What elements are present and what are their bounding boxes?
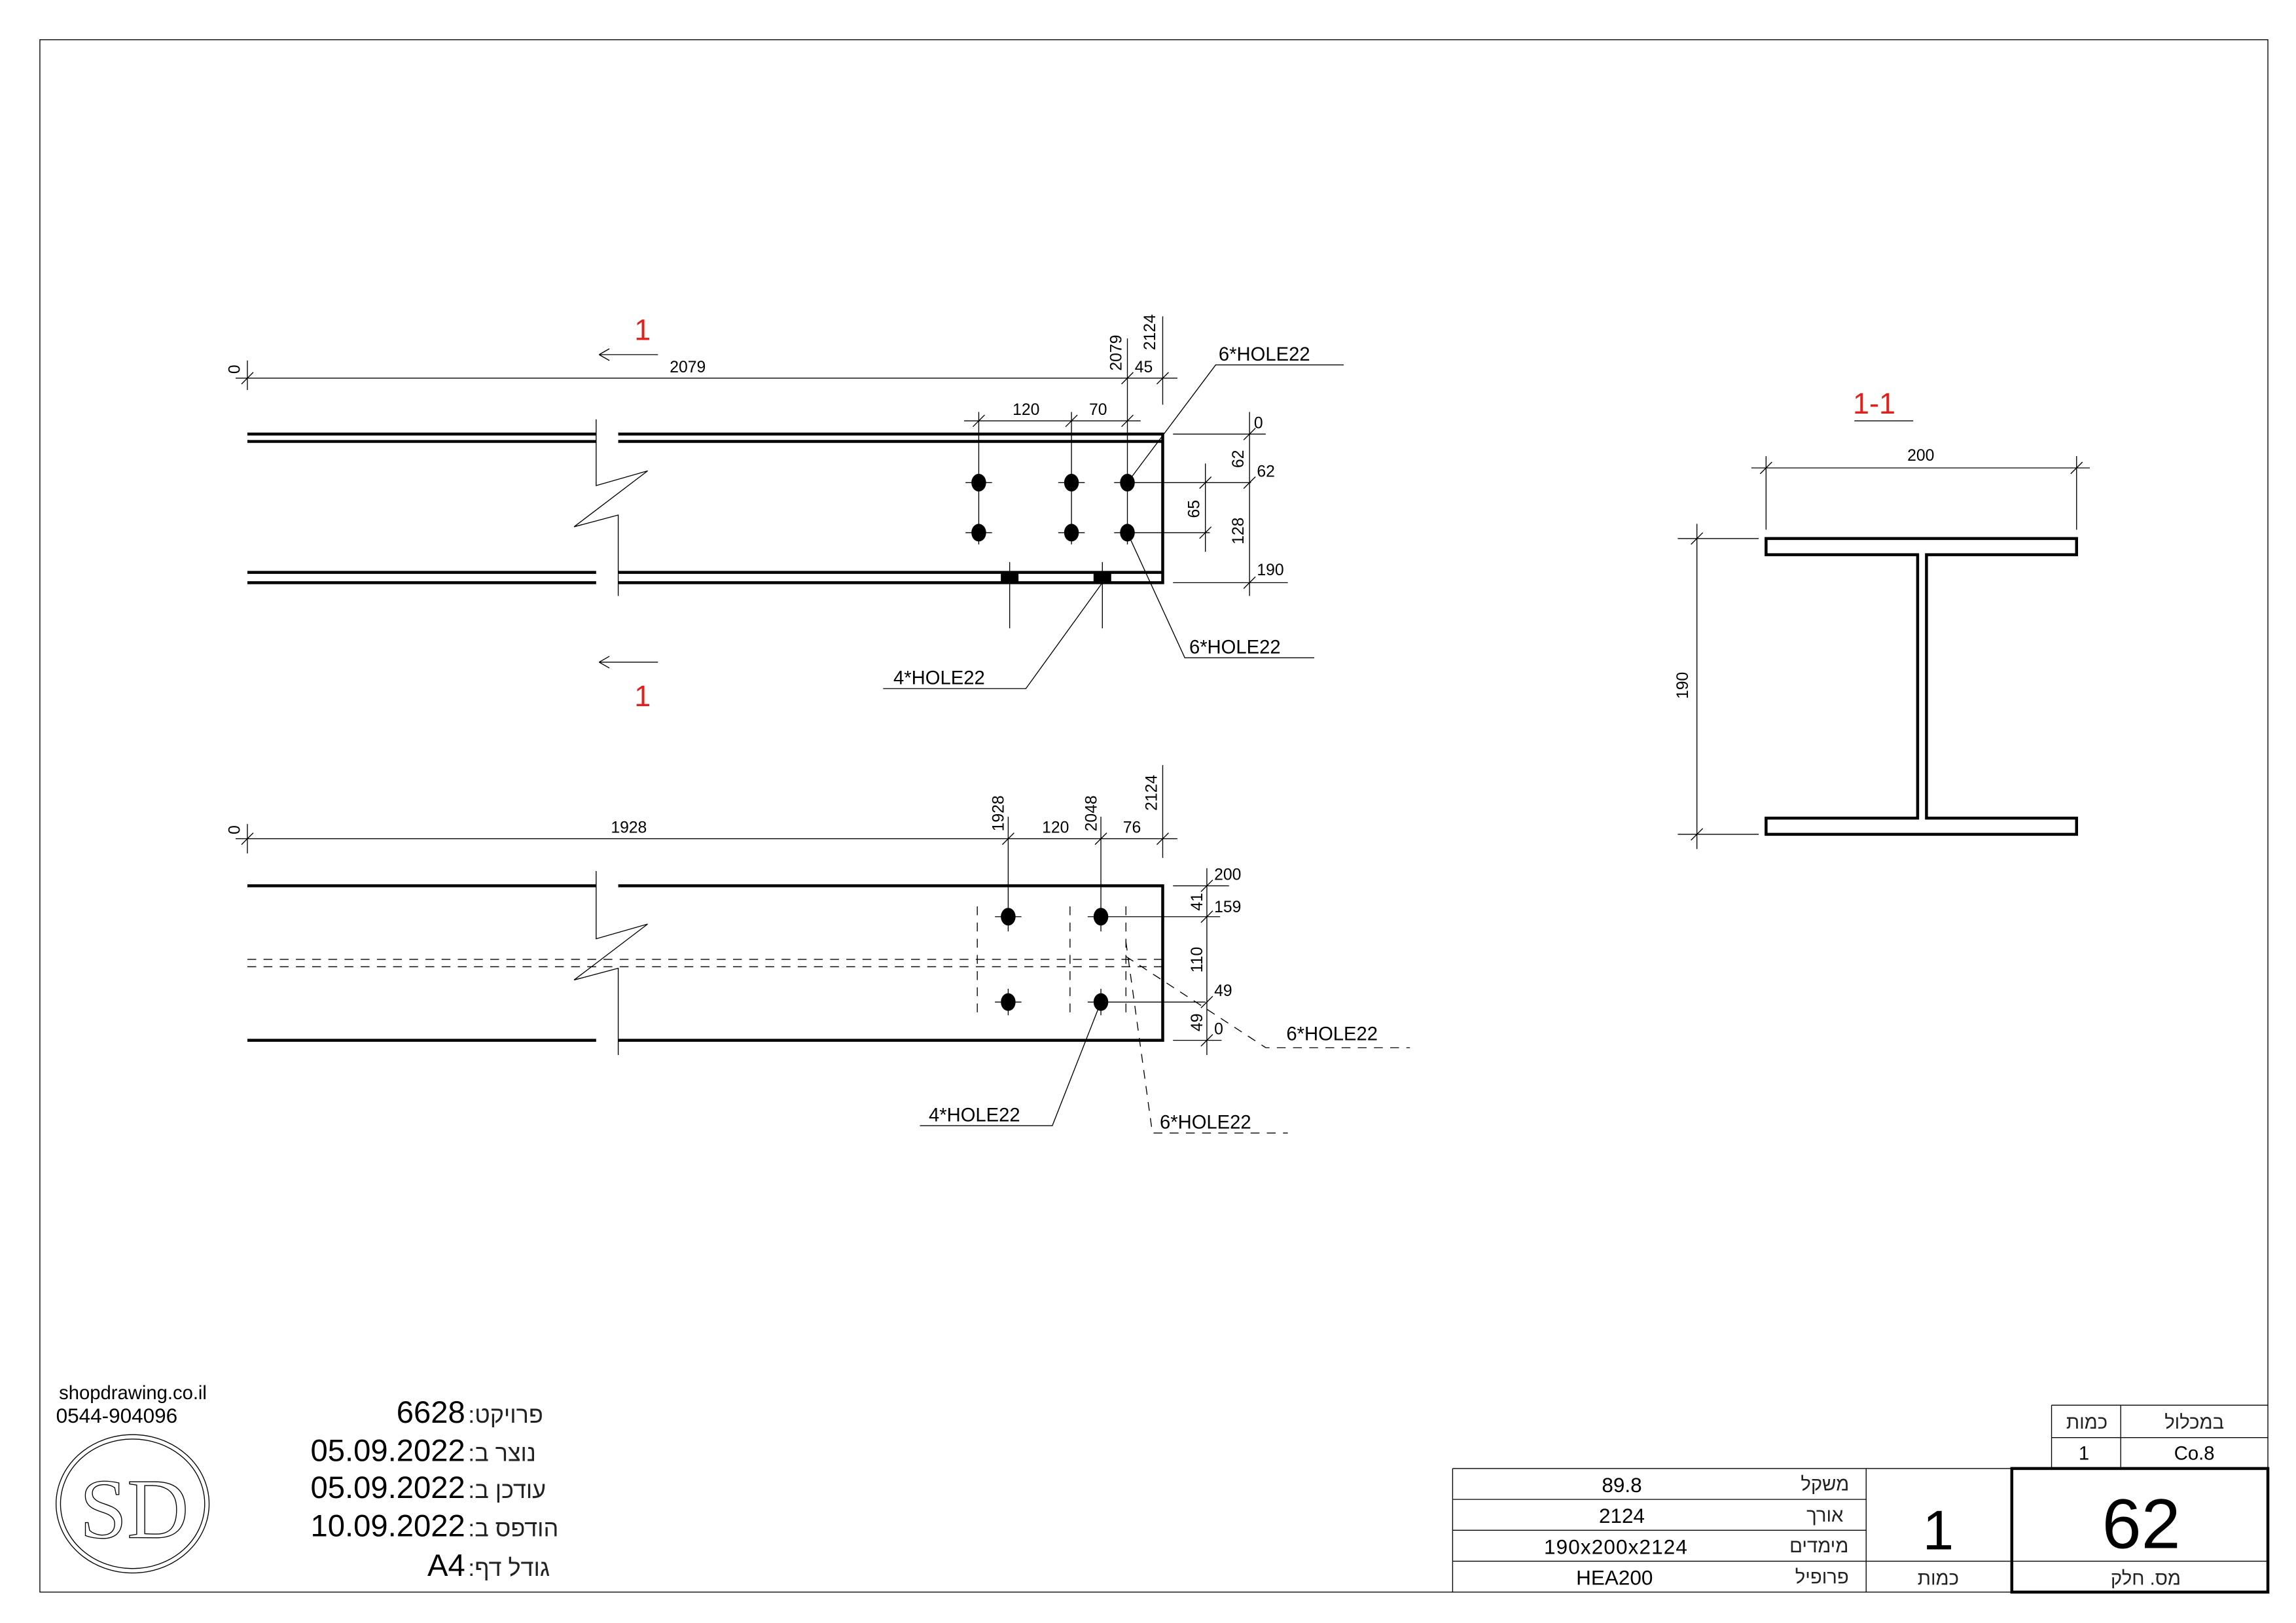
- flange-hole-mark: [1093, 572, 1111, 583]
- quantity-value: 1: [1923, 1500, 1954, 1562]
- profile-label: פרופיל: [1795, 1567, 1849, 1588]
- company-info: shopdrawing.co.il 0544-904096 SD: [56, 1383, 210, 1574]
- callout-flange-holes: 4*HOLE22: [893, 668, 985, 689]
- company-website: shopdrawing.co.il: [59, 1383, 207, 1404]
- top-view: 0 2079 2079 2124 45 120 70 0 62 190 62 1…: [226, 313, 1344, 713]
- company-phone: 0544-904096: [56, 1404, 178, 1427]
- dim-pos-1928: 1928: [990, 795, 1008, 831]
- bottom-view: 0 1928 1928 120 2048 76 2124 200 159 49 …: [226, 765, 1410, 1133]
- part-number: 62: [2102, 1484, 2181, 1563]
- page-size-value: A4: [427, 1548, 465, 1583]
- section-height: 190: [1674, 672, 1692, 699]
- beam-outline: [247, 884, 1164, 1042]
- dim-v-128: 128: [1230, 518, 1247, 544]
- dim-v-0: 0: [1254, 414, 1263, 432]
- callout-web-holes-b: 6*HOLE22: [1286, 1024, 1378, 1045]
- dim-pos-2124: 2124: [1143, 775, 1160, 811]
- page-size-label: :גודל דף: [468, 1554, 550, 1581]
- dim-zero: 0: [226, 825, 244, 834]
- dim-end-gap: 76: [1123, 819, 1141, 837]
- callout-flange-holes: 4*HOLE22: [929, 1105, 1020, 1126]
- part-number-label: מס. חלק: [2111, 1569, 2181, 1590]
- weight-label: משקל: [1801, 1474, 1849, 1495]
- dim-v-62b: 62: [1230, 450, 1247, 468]
- callout-web-holes-a: 6*HOLE22: [1160, 1113, 1251, 1133]
- section-width: 200: [1907, 447, 1934, 465]
- created-value: 05.09.2022: [310, 1434, 465, 1469]
- svg-text:SD: SD: [80, 1463, 189, 1557]
- dimensions-value: 190x200x2124: [1544, 1535, 1688, 1558]
- printed-value: 10.09.2022: [310, 1508, 465, 1543]
- quantity-label: כמות: [1918, 1569, 1959, 1590]
- dim-zero: 0: [226, 365, 244, 374]
- dim-spacing-120: 120: [1013, 401, 1039, 419]
- title-block: כמות במכלול 1 Co.8 89.8 משקל 2124 אורך 1…: [1452, 1404, 2270, 1594]
- dim-v-200: 200: [1214, 866, 1241, 884]
- company-logo: SD: [56, 1434, 210, 1574]
- length-label: אורך: [1806, 1505, 1843, 1526]
- dim-overall: 1928: [611, 819, 647, 837]
- created-label: :נוצר ב: [468, 1440, 536, 1467]
- dim-v-41: 41: [1189, 893, 1206, 911]
- web-holes: [971, 473, 1135, 542]
- dim-pos-2124: 2124: [1141, 314, 1159, 350]
- assembly-name: Co.8: [2174, 1443, 2215, 1464]
- break-line: [573, 419, 648, 596]
- dim-v-49: 49: [1214, 982, 1232, 1000]
- sheet-border: [39, 39, 2269, 1593]
- updated-value: 05.09.2022: [310, 1471, 465, 1505]
- beam-outline: [247, 433, 1164, 584]
- dim-v-49b: 49: [1189, 1014, 1206, 1032]
- callout-web-holes-top: 6*HOLE22: [1219, 344, 1310, 365]
- section-marker-bottom: 1: [599, 656, 658, 713]
- flange-hole-mark: [1001, 572, 1019, 583]
- project-info: 6628 :פרויקט 05.09.2022 :נוצר ב 05.09.20…: [310, 1395, 558, 1583]
- dim-v-159: 159: [1214, 899, 1241, 916]
- dim-v-190: 190: [1257, 562, 1283, 579]
- project-label: :פרויקט: [468, 1401, 543, 1428]
- dim-v-110: 110: [1189, 947, 1206, 972]
- section-title: 1-1: [1853, 387, 1895, 420]
- dim-pos-2048: 2048: [1083, 795, 1100, 831]
- dim-spacing-70: 70: [1089, 401, 1107, 419]
- length-value: 2124: [1599, 1505, 1645, 1527]
- dim-overall: 2079: [670, 359, 706, 376]
- profile-value: HEA200: [1576, 1567, 1653, 1590]
- assembly-qty-header: כמות: [2066, 1412, 2108, 1433]
- section-view: 1-1 200 190: [1674, 387, 2090, 849]
- dim-pos-2079: 2079: [1108, 335, 1126, 371]
- dim-v-65: 65: [1186, 500, 1204, 518]
- printed-label: :הודפס ב: [468, 1514, 558, 1541]
- dim-spacing-120: 120: [1042, 819, 1069, 837]
- assembly-header: במכלול: [2164, 1412, 2224, 1433]
- dim-v-62: 62: [1257, 463, 1275, 480]
- section-marker-top: 1: [599, 313, 658, 361]
- svg-text:1: 1: [634, 313, 651, 346]
- i-beam-profile: [1765, 537, 2078, 836]
- dimensions-label: מימדים: [1789, 1536, 1848, 1557]
- dim-v-0: 0: [1214, 1021, 1223, 1039]
- svg-text:1: 1: [634, 679, 651, 713]
- callout-web-holes-bottom: 6*HOLE22: [1189, 637, 1281, 658]
- weight-value: 89.8: [1602, 1474, 1641, 1497]
- project-value: 6628: [397, 1395, 465, 1430]
- dim-end-gap: 45: [1135, 359, 1153, 376]
- assembly-qty: 1: [2079, 1443, 2089, 1464]
- updated-label: :עודכן ב: [468, 1476, 546, 1503]
- break-line: [573, 871, 648, 1056]
